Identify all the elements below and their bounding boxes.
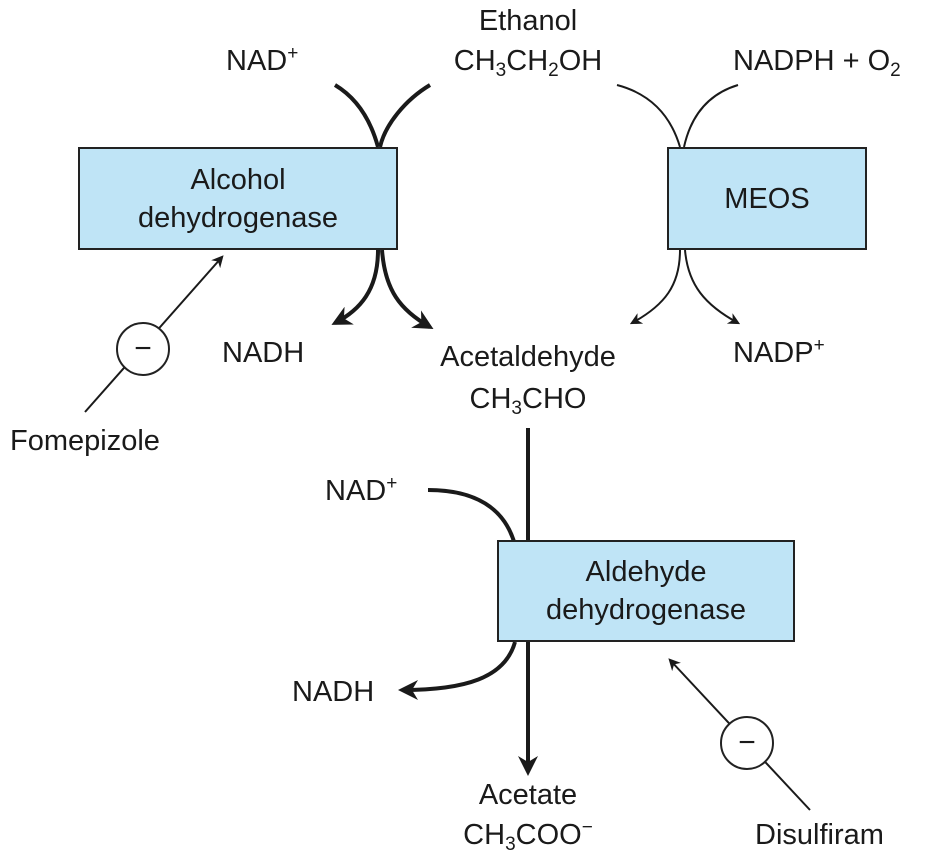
acetaldehyde-formula: CH3CHO [469,383,587,419]
aldehyde-dehydrogenase-box: Aldehyde dehydrogenase [497,540,795,642]
disulfiram-minus-icon: − [720,716,774,770]
disulfiram-label: Disulfiram [755,819,884,851]
aldh-nadh-out-arrow [398,641,517,700]
fomepizole-minus-icon: − [116,322,170,376]
acetate-name: Acetate [478,779,578,811]
meos-acetaldehyde-out-arrow [629,249,681,325]
aldh-nad-label: NAD+ [325,473,398,507]
meos-box: MEOS [667,147,867,250]
adh-nadh-out-arrow [331,249,380,325]
aldh-line2: dehydrogenase [546,594,746,626]
meos-nadp-label: NADP+ [733,335,825,369]
ethanol-name: Ethanol [478,5,578,37]
adh-nad-label: NAD+ [226,43,299,77]
meos-nadp-out-arrow [684,249,741,325]
fomepizole-label: Fomepizole [10,425,160,457]
adh-nad-in-curve [333,83,380,148]
acetate-formula: CH3COO− [463,817,593,855]
meos-ethanol-in-curve [616,84,681,148]
meos-label: MEOS [724,182,810,215]
aldh-nad-in-curve [427,488,517,546]
aldh-line1: Aldehyde [585,556,707,588]
adh-nadh-label: NADH [222,337,305,369]
adh-acetaldehyde-out-arrow [380,249,434,329]
adh-line1: Alcohol [190,163,286,196]
adh-line2: dehydrogenase [138,201,338,234]
ethanol-formula: CH3CH2OH [453,45,603,81]
meos-nadph-label: NADPH + O2 [733,45,901,81]
aldh-nadh-label: NADH [292,676,375,708]
alcohol-dehydrogenase-box: Alcohol dehydrogenase [78,147,398,250]
meos-nadph-in-curve [683,84,739,148]
adh-ethanol-in-curve [378,83,432,148]
acetaldehyde-name: Acetaldehyde [440,341,616,373]
